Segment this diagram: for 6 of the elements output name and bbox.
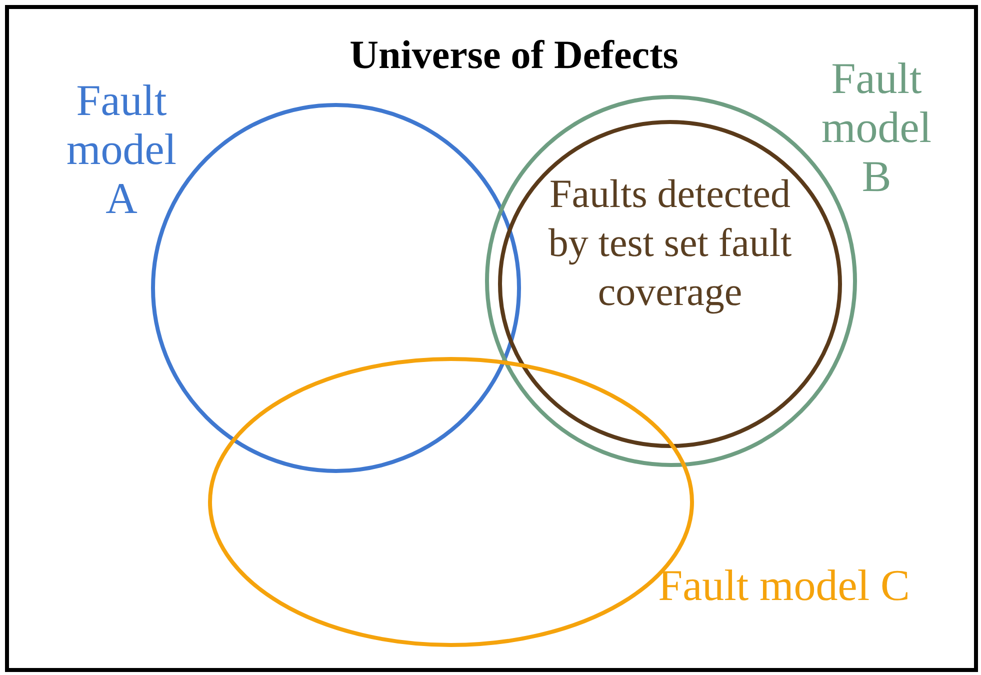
circle-label: Faults detected by test set fault coverage <box>547 170 793 316</box>
title: Universe of Defects <box>348 31 680 79</box>
universe-frame <box>5 5 978 672</box>
circle-label: Fault model B <box>820 54 932 201</box>
ellipse-label: Fault model C <box>657 561 911 610</box>
circle-label: Fault model A <box>66 76 178 223</box>
